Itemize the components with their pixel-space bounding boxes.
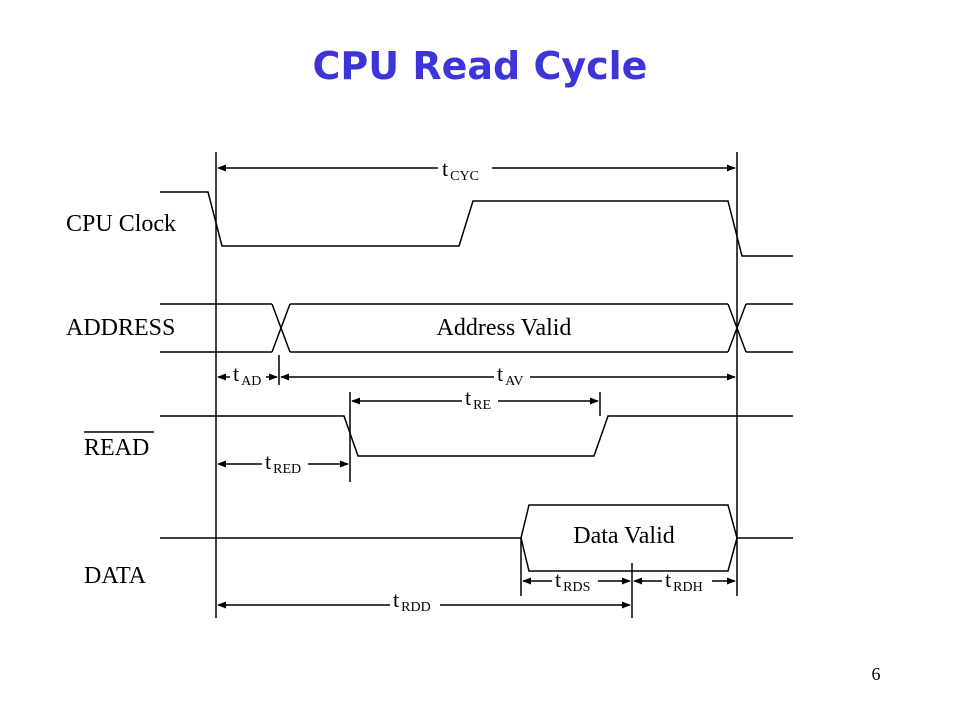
data-valid-label: Data Valid [573, 523, 675, 549]
data-waveform [160, 504, 793, 572]
address-waveform [160, 303, 793, 353]
data-label: DATA [84, 563, 147, 589]
page-title: CPU Read Cycle [312, 44, 648, 88]
cpu-clock-waveform [160, 191, 793, 257]
page-number: 6 [871, 664, 881, 684]
address-valid-label: Address Valid [437, 315, 572, 341]
address-label: ADDRESS [66, 315, 175, 341]
read-waveform [160, 415, 793, 457]
read-label: READ [84, 435, 149, 461]
cpu-clock-label: CPU Clock [66, 211, 176, 237]
reference-lines [215, 152, 738, 618]
